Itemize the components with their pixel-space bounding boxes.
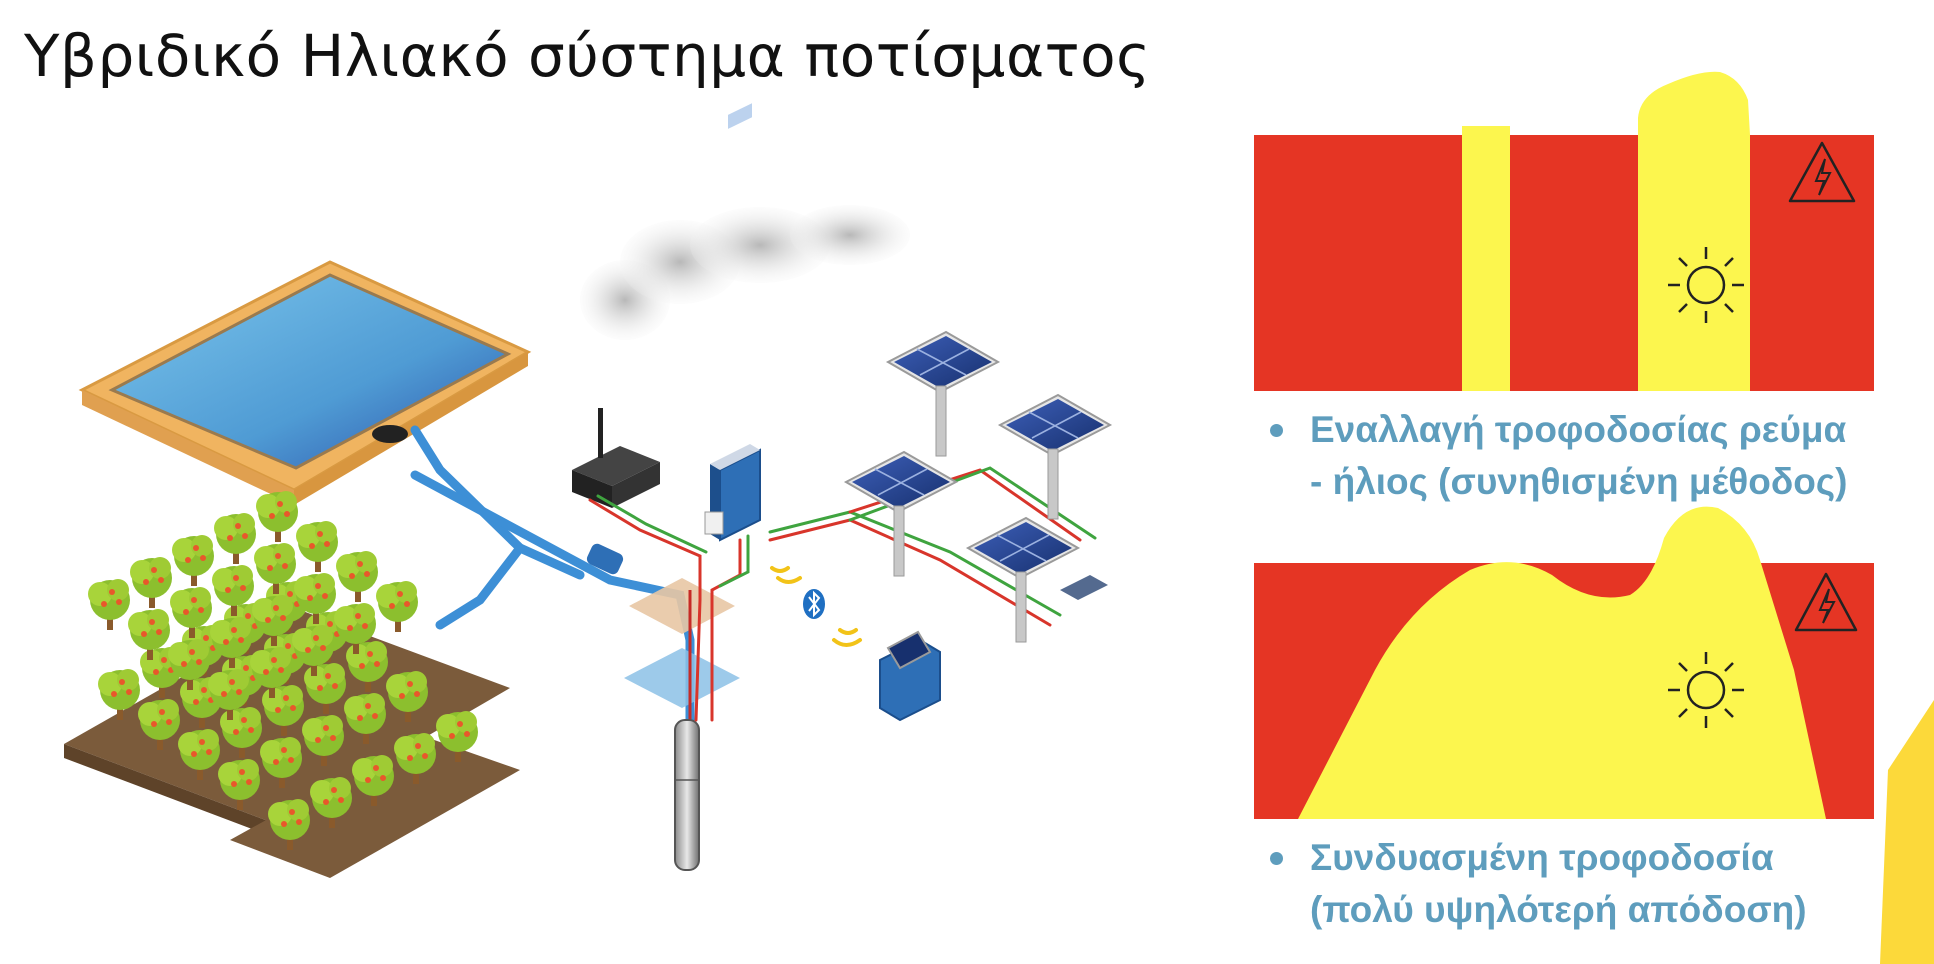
bullet-text-line: Συνδυασμένη τροφοδοσία	[1310, 837, 1774, 878]
solar-panel	[967, 517, 1079, 643]
sun-icon	[1668, 652, 1744, 728]
orchard	[64, 491, 520, 878]
page-title: Υβριδικό Ηλιακό σύστημα ποτίσματος	[24, 22, 1151, 90]
solar-power-area	[1462, 126, 1510, 391]
bullet-text-line: (πολύ υψηλότερή απόδοση)	[1310, 889, 1807, 930]
panel-junction-box	[1060, 575, 1108, 600]
combined-supply-panel	[1254, 506, 1874, 819]
mobile-monitoring-device	[879, 630, 941, 722]
submersible-pump	[674, 590, 700, 871]
bullet-dot-icon	[1270, 424, 1283, 437]
solar-panel-array	[845, 331, 1111, 643]
ground-marker	[629, 578, 735, 634]
water-reservoir	[78, 260, 532, 505]
wireless-signal-icon	[770, 566, 862, 647]
bullet-dot-icon	[1270, 852, 1283, 865]
float-switch	[372, 425, 408, 443]
solar-power-area	[1298, 506, 1826, 819]
well-marker	[624, 648, 740, 708]
bullet-text-line: - ήλιος (συνηθισμένη μέθοδος)	[1310, 461, 1848, 502]
pump-controller	[704, 103, 761, 542]
high-voltage-warning-icon	[1794, 572, 1858, 632]
sun-icon	[1668, 247, 1744, 323]
diesel-generator	[572, 408, 660, 508]
high-voltage-warning-icon	[1788, 141, 1856, 203]
grid-power-area	[1254, 135, 1874, 391]
flow-valve	[586, 543, 624, 575]
alternating-supply-panel	[1254, 71, 1874, 391]
generator-smoke	[580, 205, 910, 340]
solar-panel	[999, 394, 1111, 520]
bluetooth-icon	[803, 589, 825, 619]
solar-panel	[887, 331, 999, 457]
solar-power-area	[1638, 71, 1750, 391]
bullet-text-line: Εναλλαγή τροφοδοσίας ρεύμα	[1310, 409, 1847, 450]
decorative-shape	[1880, 700, 1934, 964]
